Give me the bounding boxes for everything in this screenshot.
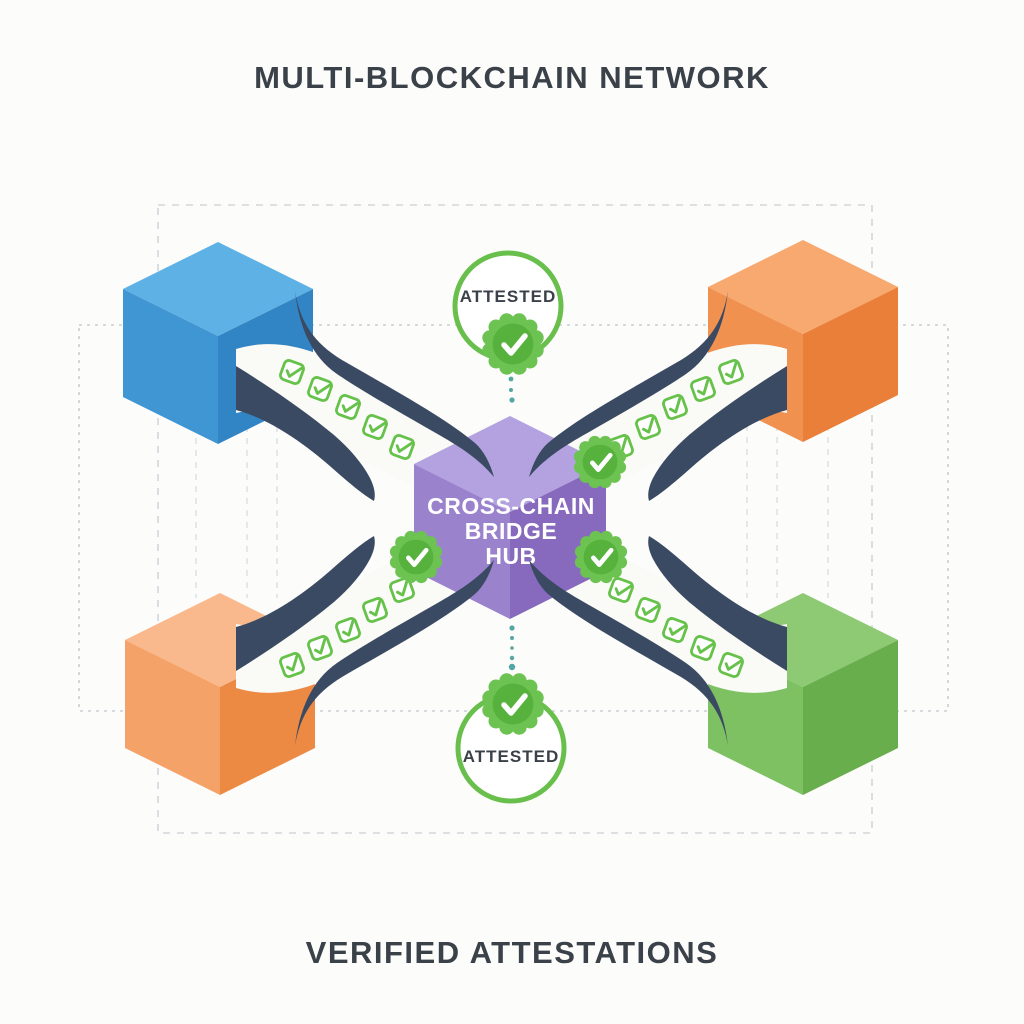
page-title: MULTI-BLOCKCHAIN NETWORK <box>254 60 770 95</box>
attested-label-bottom: ATTESTED <box>463 747 559 766</box>
hub-label-line-1: CROSS-CHAIN <box>427 493 595 519</box>
hub-seal-left <box>390 531 442 583</box>
inner-dashed-rectangle <box>157 204 873 834</box>
attested-badge-bottom: ATTESTED <box>455 673 567 804</box>
attested-seal-bottom <box>482 673 543 734</box>
attested-label-top: ATTESTED <box>460 287 556 306</box>
hub-seal-top-right <box>574 436 626 488</box>
hub-label-line-2: BRIDGE <box>465 518 557 544</box>
decorative-vertical-dashes <box>195 390 829 598</box>
hub-seal-right <box>575 531 627 583</box>
hub-label-line-3: HUB <box>485 543 536 569</box>
attested-seal-top <box>482 313 543 374</box>
attested-badge-top: ATTESTED <box>452 250 564 375</box>
page-caption: VERIFIED ATTESTATIONS <box>306 935 719 970</box>
dotted-connectors <box>508 376 516 671</box>
